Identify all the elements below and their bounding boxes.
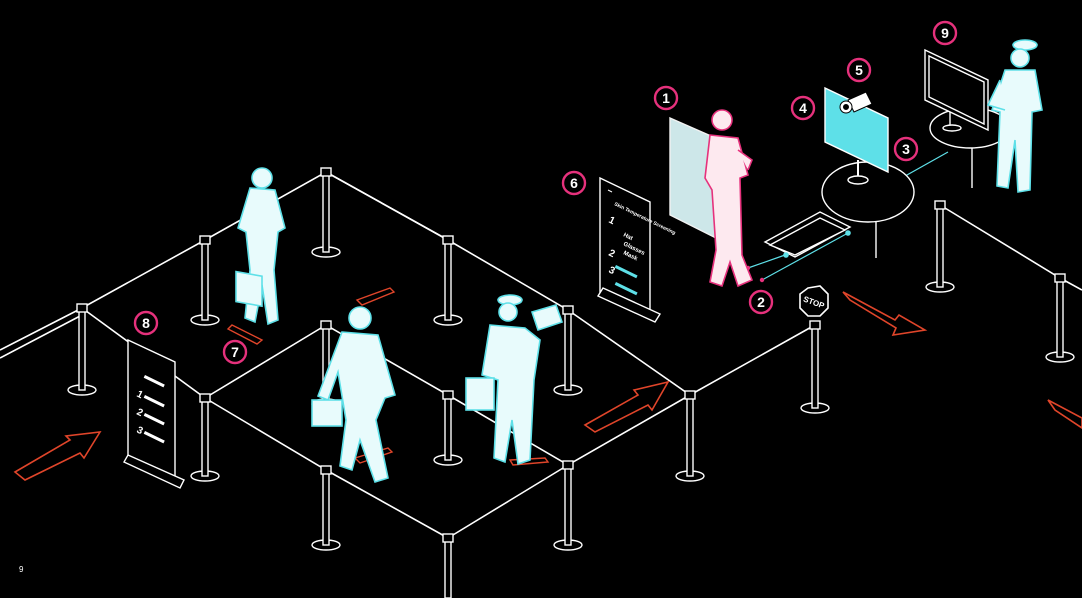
svg-text:1: 1	[135, 389, 145, 402]
screening-sign-right: Skin Temperature Screening 1 Hat Glasses…	[596, 176, 676, 323]
security-guard-figure	[986, 39, 1043, 193]
page-number: 9	[19, 565, 24, 574]
stanchions	[67, 167, 1075, 598]
directional-arrow-icon	[1047, 399, 1082, 429]
stanchion	[442, 533, 454, 598]
traveler-with-tablet-figure	[465, 294, 564, 466]
svg-text:4: 4	[799, 100, 807, 116]
directional-arrow-icon	[583, 380, 670, 433]
badge-3: 3	[893, 136, 919, 162]
svg-text:3: 3	[607, 265, 617, 278]
stanchion	[553, 305, 583, 396]
badge-6: 6	[561, 170, 587, 196]
directional-arrow-icon	[13, 431, 102, 481]
badge-1: 1	[653, 85, 679, 111]
stanchion	[925, 200, 955, 293]
directional-arrows	[13, 291, 1082, 481]
stanchion	[190, 393, 220, 482]
stanchion	[67, 303, 97, 396]
floor-mat	[763, 211, 852, 258]
stanchion	[1045, 273, 1075, 363]
badge-9: 9	[932, 20, 958, 46]
svg-text:2: 2	[135, 407, 145, 420]
svg-text:7: 7	[231, 344, 239, 360]
camera-table	[821, 161, 915, 258]
man-with-briefcase-figure	[311, 306, 396, 483]
svg-text:8: 8	[142, 315, 150, 331]
svg-text:5: 5	[855, 62, 863, 78]
svg-text:3: 3	[902, 141, 910, 157]
screening-sign-left: 1 2 3	[123, 338, 185, 489]
svg-text:3: 3	[135, 425, 145, 438]
badge-2: 2	[748, 289, 774, 315]
camera-icon	[839, 91, 873, 114]
stanchion	[800, 320, 830, 414]
badge-4: 4	[790, 95, 816, 121]
monitor-icon	[924, 48, 989, 132]
stanchion	[433, 390, 463, 466]
svg-text:2: 2	[607, 248, 617, 261]
stanchion	[311, 167, 341, 258]
svg-text:1: 1	[662, 90, 670, 106]
directional-arrow-icon	[842, 291, 928, 337]
stop-sign-icon: STOP	[799, 285, 829, 317]
stanchion	[433, 235, 463, 326]
stanchion	[553, 460, 583, 551]
woman-with-bag-figure	[235, 167, 286, 326]
stanchion	[311, 465, 341, 551]
stanchion	[190, 235, 220, 326]
svg-text:9: 9	[941, 25, 949, 41]
stanchion	[675, 390, 705, 482]
screened-person-figure	[704, 109, 754, 288]
queue-ropes	[0, 171, 1082, 539]
badge-8: 8	[133, 310, 159, 336]
svg-text:1: 1	[607, 215, 617, 228]
svg-text:2: 2	[757, 294, 765, 310]
number-badges: 1 2 3 4 5 6 7 8	[133, 20, 958, 365]
svg-text:6: 6	[570, 175, 578, 191]
badge-5: 5	[846, 57, 872, 83]
sign-item-hat: Hat	[622, 232, 633, 242]
badge-7: 7	[222, 339, 248, 365]
